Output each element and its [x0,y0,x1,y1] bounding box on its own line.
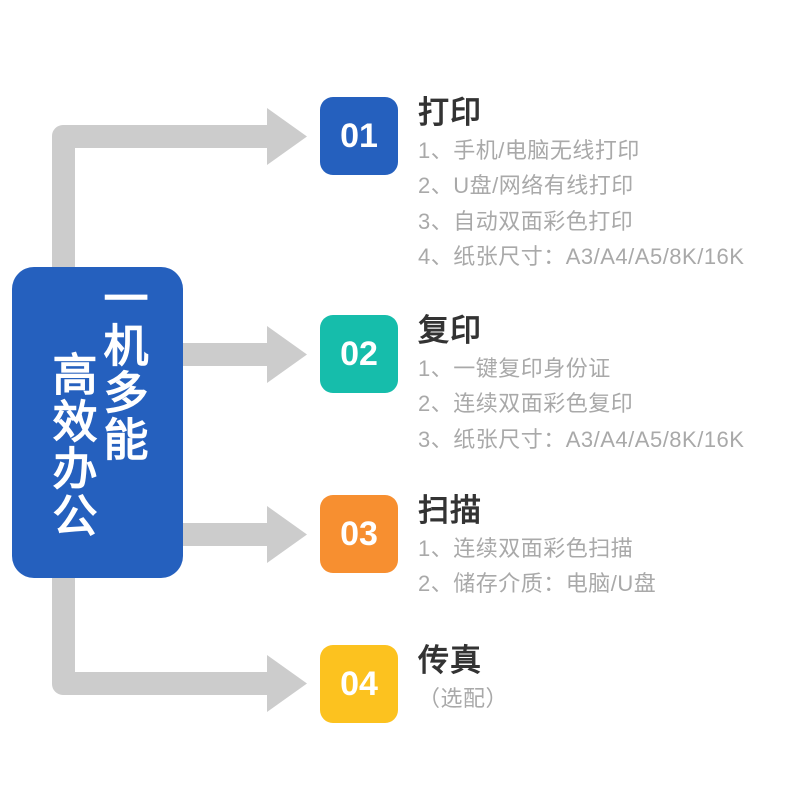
feature-row-03: 03 扫描 1、连续双面彩色扫描 2、储存介质：电脑/U盘 [320,495,656,602]
arrow-to-feature-02 [150,326,307,383]
feature-body-02: 复印 1、一键复印身份证 2、连续双面彩色复印 3、纸张尺寸：A3/A4/A5/… [418,315,744,457]
feature-body-01: 打印 1、手机/电脑无线打印 2、U盘/网络有线打印 3、自动双面彩色打印 4、… [418,97,744,275]
feature-row-04: 04 传真 （选配） [320,645,508,723]
feature-title-02: 复印 [418,313,482,348]
feature-row-01: 01 打印 1、手机/电脑无线打印 2、U盘/网络有线打印 3、自动双面彩色打印… [320,97,744,275]
feature-note-04: （选配） [418,685,509,711]
feature-list-item: 2、连续双面彩色复印 [418,391,634,417]
feature-badge-01: 01 [320,97,398,175]
feature-title-01: 打印 [418,95,482,130]
feature-list-item: 1、手机/电脑无线打印 [418,137,640,163]
feature-badge-04: 04 [320,645,398,723]
feature-body-04: 传真 （选配） [418,645,508,716]
feature-list-03: 1、连续双面彩色扫描 2、储存介质：电脑/U盘 [418,531,656,602]
feature-list-02: 1、一键复印身份证 2、连续双面彩色复印 3、纸张尺寸：A3/A4/A5/8K/… [418,351,744,458]
hero-line-secondary: 高效办公 [45,351,97,539]
feature-list-item: 3、纸张尺寸：A3/A4/A5/8K/16K [418,426,745,452]
feature-body-03: 扫描 1、连续双面彩色扫描 2、储存介质：电脑/U盘 [418,495,656,602]
feature-list-item: 1、连续双面彩色扫描 [418,535,634,561]
feature-list-item: 1、一键复印身份证 [418,355,611,381]
hero-line-primary: 一机多能 [96,275,148,463]
feature-title-03: 扫描 [418,493,482,528]
feature-list-item: 4、纸张尺寸：A3/A4/A5/8K/16K [418,244,745,270]
hero-block: 一机多能 高效办公 [12,267,183,578]
feature-list-item: 3、自动双面彩色打印 [418,208,634,234]
feature-list-item: 2、储存介质：电脑/U盘 [418,571,657,597]
arrow-to-feature-04 [52,545,307,712]
feature-row-02: 02 复印 1、一键复印身份证 2、连续双面彩色复印 3、纸张尺寸：A3/A4/… [320,315,744,457]
feature-badge-02: 02 [320,315,398,393]
feature-title-04: 传真 [418,643,482,678]
feature-list-01: 1、手机/电脑无线打印 2、U盘/网络有线打印 3、自动双面彩色打印 4、纸张尺… [418,133,744,276]
feature-list-item: 2、U盘/网络有线打印 [418,173,634,199]
arrow-to-feature-01 [52,108,307,300]
feature-badge-03: 03 [320,495,398,573]
arrow-to-feature-03 [150,506,307,563]
